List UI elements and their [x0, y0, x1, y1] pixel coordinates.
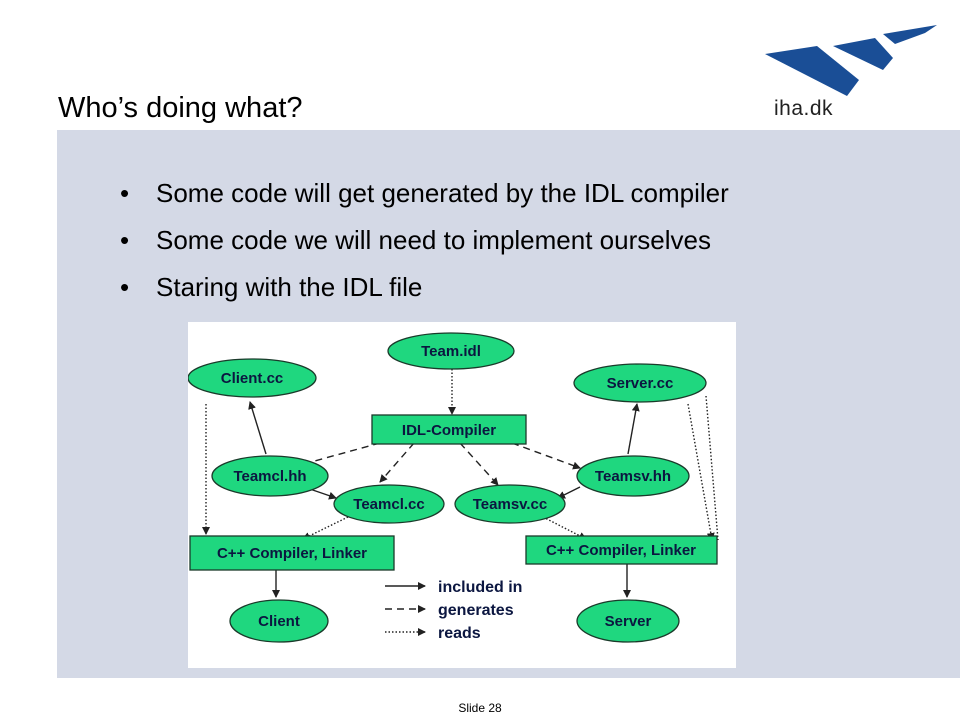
node-server: [576, 599, 680, 643]
legend-reads: reads: [438, 625, 481, 642]
edge-compiler-to-teamsvcc: [459, 442, 499, 486]
idl-build-diagram: Team.idl Client.cc Server.cc IDL-Compile…: [188, 322, 736, 668]
bullet-item: • Staring with the IDL file: [120, 268, 729, 315]
edge-teamclcc-to-cpp-left: [302, 516, 349, 540]
legend: [385, 582, 426, 636]
iha-logo-icon: [765, 25, 937, 96]
edge-compiler-to-teamclhh: [299, 442, 381, 468]
bullet-text: Some code we will need to implement ours…: [156, 225, 711, 255]
bullet-dot: •: [120, 178, 130, 208]
bullet-list: • Some code will get generated by the IDL…: [120, 174, 729, 315]
node-team-idl-label: Team.idl: [421, 343, 481, 360]
bullet-dot: •: [120, 272, 130, 302]
node-client-label: Client: [258, 613, 300, 630]
node-cpp-compiler-right: [525, 535, 718, 565]
node-teamcl-hh: [211, 455, 329, 497]
node-teamsv-hh: [576, 455, 690, 497]
node-server-label: Server: [605, 613, 652, 630]
edge-compiler-to-teamclcc: [379, 442, 415, 483]
node-teamsv-hh-label: Teamsv.hh: [595, 468, 671, 485]
edge-teamsvcc-to-cpp-right: [542, 516, 587, 540]
bullet-text: Some code will get generated by the IDL …: [156, 178, 729, 208]
edge-teamsvhh-to-servercc: [627, 403, 640, 455]
node-cpp-compiler-left: [189, 535, 395, 571]
node-client-cc-label: Client.cc: [221, 370, 284, 387]
node-teamsv-cc: [454, 484, 566, 524]
node-idl-compiler: [371, 414, 527, 445]
slide-number: Slide 28: [458, 701, 502, 715]
node-teamcl-cc-label: Teamcl.cc: [353, 496, 424, 513]
node-idl-compiler-label: IDL-Compiler: [402, 422, 496, 439]
edge-teamclhh-to-clientcc: [248, 401, 267, 455]
bullet-item: • Some code will get generated by the IDL…: [120, 174, 729, 221]
node-team-idl: [387, 332, 515, 370]
node-cpp-compiler-right-label: C++ Compiler, Linker: [546, 542, 696, 559]
legend-included-in: included in: [438, 579, 522, 596]
node-teamcl-cc: [333, 484, 445, 524]
logo-text: iha.dk: [774, 97, 834, 120]
bullet-item: • Some code we will need to implement our…: [120, 221, 729, 268]
node-teamcl-hh-label: Teamcl.hh: [233, 468, 306, 485]
node-client-cc: [188, 358, 317, 398]
node-server-cc-label: Server.cc: [607, 375, 674, 392]
legend-generates: generates: [438, 602, 514, 619]
node-server-cc: [573, 363, 707, 403]
slide-title: Who’s doing what?: [58, 92, 303, 124]
node-cpp-compiler-left-label: C++ Compiler, Linker: [217, 545, 367, 562]
bullet-dot: •: [120, 225, 130, 255]
edge-servercc-right-outer: [705, 395, 719, 541]
bullet-text: Staring with the IDL file: [156, 272, 423, 302]
edge-compiler-to-teamsvhh: [511, 442, 581, 470]
node-client: [229, 599, 329, 643]
edge-teamsvhh-to-teamsvcc: [557, 486, 581, 499]
node-teamsv-cc-label: Teamsv.cc: [473, 496, 548, 513]
